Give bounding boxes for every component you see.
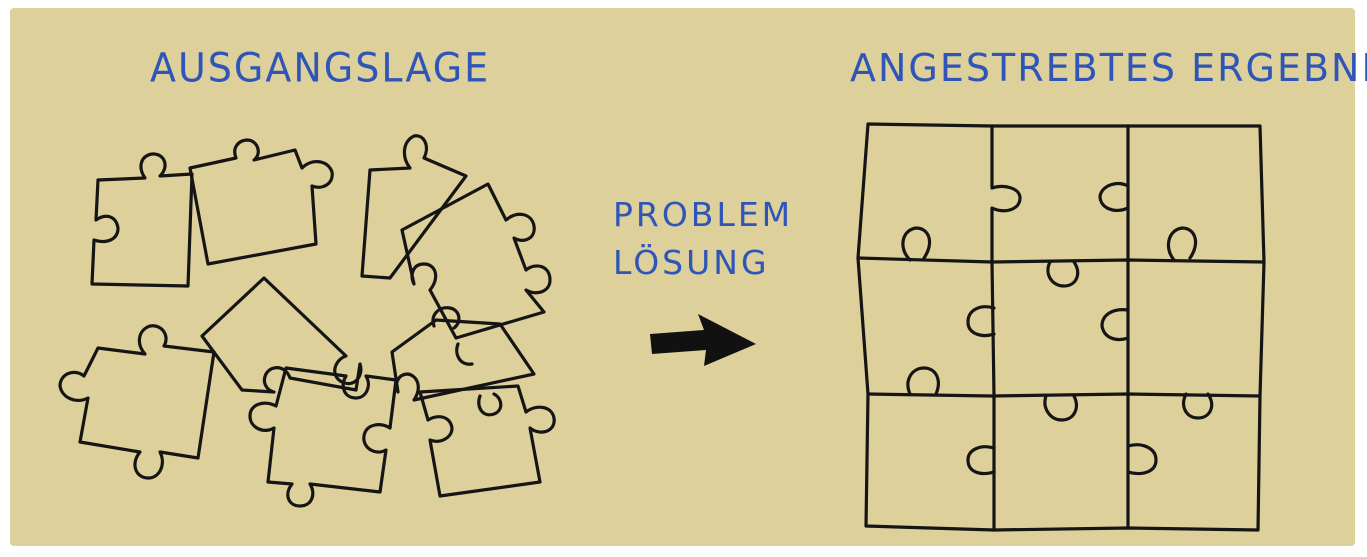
loose-piece-knob (431, 306, 461, 330)
loose-piece (200, 276, 363, 394)
loose-piece (360, 134, 468, 280)
assembled-tab (1126, 443, 1158, 476)
assembled-grid-row-line (866, 392, 1262, 398)
assembled-tab (1182, 392, 1214, 420)
transition-label-line2: LÖSUNG (613, 243, 770, 282)
loose-piece (390, 318, 536, 402)
assembled-puzzle (856, 122, 1266, 532)
illustration-board: AUSGANGSLAGE ANGESTREBTES ERGEBNIS PROBL… (10, 8, 1367, 546)
right-panel-title: ANGESTREBTES ERGEBNIS (850, 46, 1367, 90)
assembled-tab (966, 445, 996, 476)
transition-label: PROBLEM LÖSUNG (613, 191, 793, 287)
assembled-tab (1046, 260, 1080, 288)
assembled-tab (901, 226, 932, 262)
right-arrow-icon (650, 314, 756, 366)
assembled-tab (1098, 182, 1130, 212)
board-background (10, 8, 1355, 546)
assembled-grid-col-line (990, 124, 1022, 532)
assembled-tab (1043, 394, 1078, 422)
assembled-tab (1166, 226, 1198, 262)
loose-piece (248, 366, 398, 508)
left-panel-title: AUSGANGSLAGE (150, 44, 491, 92)
assembled-grid-row-line (856, 256, 1266, 264)
assembled-tab (906, 366, 940, 396)
loose-piece (58, 324, 216, 480)
loose-piece-knob (455, 342, 474, 366)
loose-piece (400, 182, 552, 340)
puzzle-illustration (10, 8, 1355, 546)
loose-piece (418, 384, 556, 498)
scattered-pieces (58, 134, 556, 508)
assembled-tab (1100, 308, 1130, 342)
loose-piece-knob (477, 392, 503, 417)
loose-piece (90, 152, 194, 288)
loose-piece (188, 138, 334, 266)
assembled-tab (966, 305, 996, 338)
transition-label-line1: PROBLEM (613, 195, 794, 234)
